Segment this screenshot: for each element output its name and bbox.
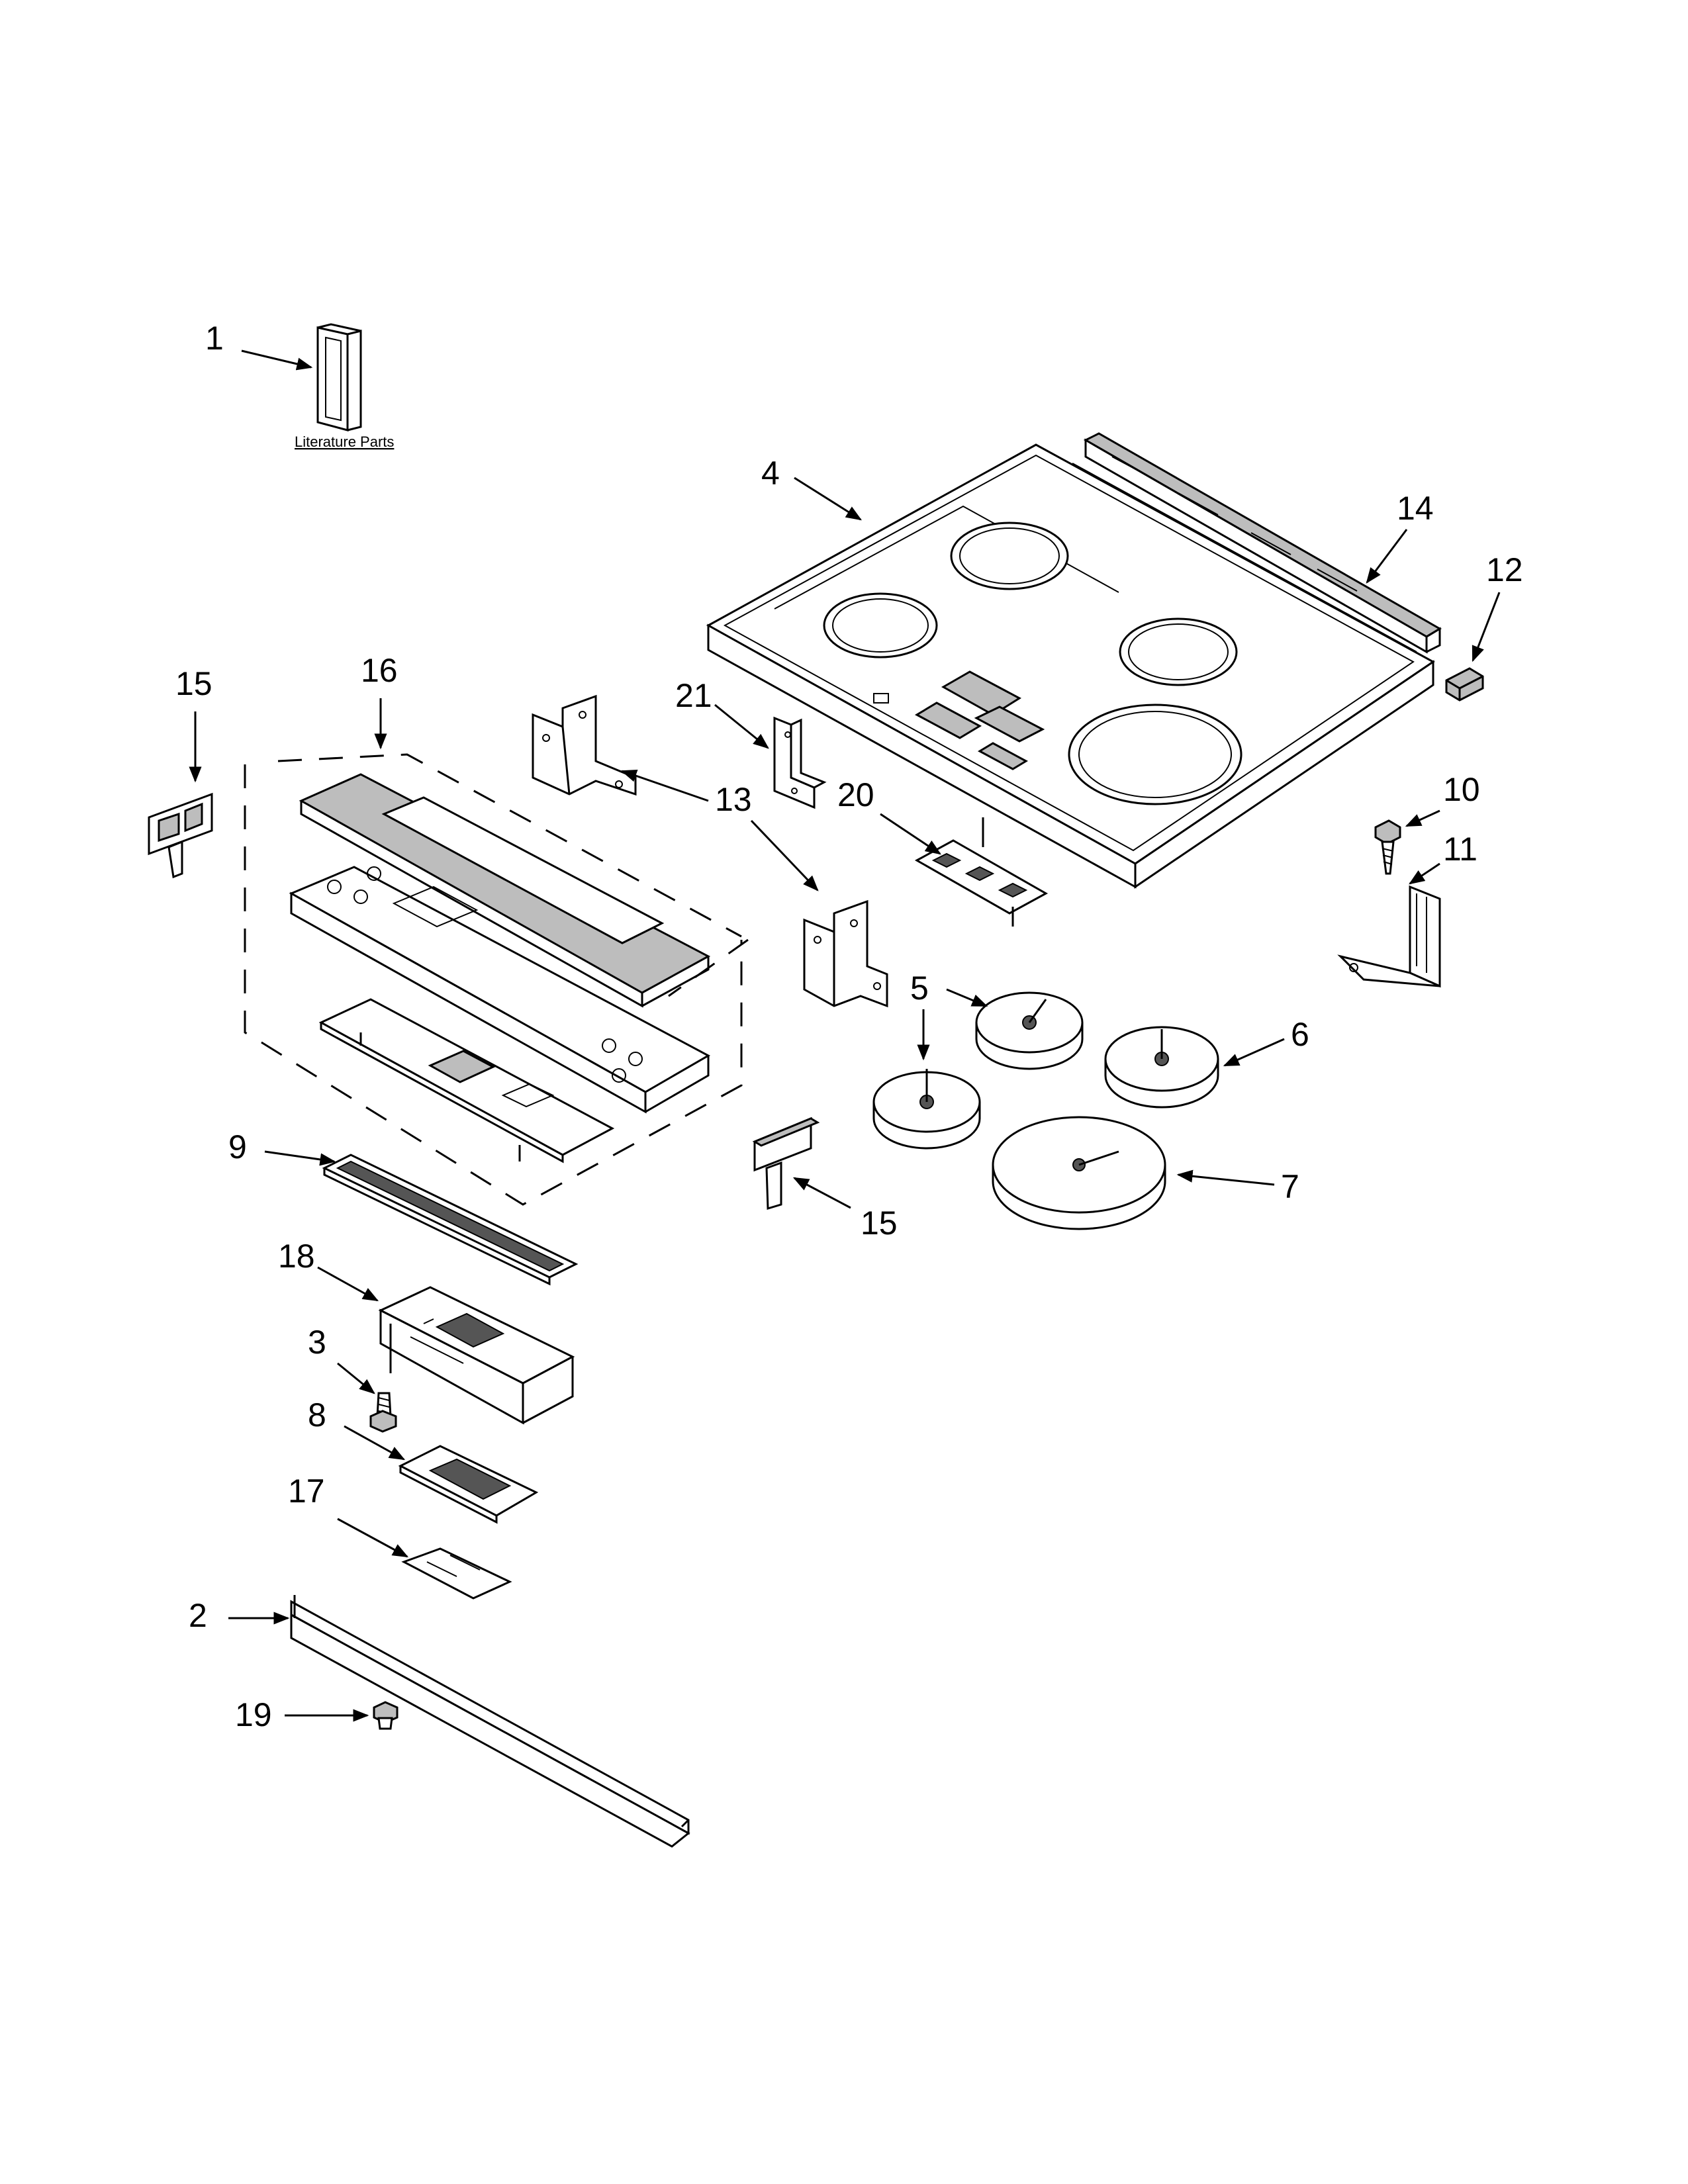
part-15-endcap-left bbox=[148, 792, 213, 879]
part-17-shield bbox=[401, 1547, 512, 1600]
leader-3 bbox=[337, 1362, 375, 1394]
leader-6 bbox=[1223, 1038, 1285, 1067]
callout-15-left: 15 bbox=[175, 665, 212, 702]
part-8-keypad bbox=[398, 1445, 539, 1524]
part-12-clip bbox=[1445, 667, 1484, 702]
callout-14: 14 bbox=[1397, 490, 1434, 527]
callout-5: 5 bbox=[910, 970, 929, 1007]
part-3-screw bbox=[369, 1392, 397, 1433]
leader-12 bbox=[1472, 592, 1501, 662]
part-10-screw bbox=[1374, 819, 1401, 875]
callout-20: 20 bbox=[837, 776, 874, 813]
callout-8: 8 bbox=[308, 1396, 326, 1433]
leader-8 bbox=[344, 1425, 406, 1461]
callout-4: 4 bbox=[761, 455, 780, 492]
part-5-coil-right bbox=[975, 991, 1084, 1070]
leader-1 bbox=[241, 349, 313, 371]
callout-13: 13 bbox=[715, 781, 752, 818]
callout-3: 3 bbox=[308, 1324, 326, 1361]
leader-7 bbox=[1176, 1169, 1275, 1186]
callout-6: 6 bbox=[1291, 1016, 1309, 1053]
leader-5b bbox=[946, 988, 988, 1007]
leader-20 bbox=[880, 813, 941, 855]
leader-18 bbox=[317, 1266, 379, 1302]
callout-12: 12 bbox=[1486, 551, 1523, 588]
leader-10 bbox=[1405, 809, 1440, 827]
part-5-coil-left bbox=[872, 1069, 981, 1150]
part-6-coil bbox=[1104, 1026, 1219, 1109]
callout-15-right: 15 bbox=[861, 1205, 898, 1242]
leader-14 bbox=[1366, 529, 1408, 584]
part-9-display-lens bbox=[322, 1154, 579, 1286]
part-11-corner-bracket bbox=[1337, 885, 1441, 988]
callout-19: 19 bbox=[235, 1696, 272, 1733]
leader-9 bbox=[264, 1150, 336, 1166]
part-19-fastener bbox=[373, 1701, 399, 1730]
part-15-endcap-right bbox=[752, 1116, 820, 1210]
callout-1: 1 bbox=[205, 320, 224, 357]
leader-13b bbox=[750, 819, 819, 891]
leader-21 bbox=[714, 704, 769, 749]
leader-11 bbox=[1409, 862, 1440, 885]
callout-2: 2 bbox=[189, 1597, 207, 1634]
callout-17: 17 bbox=[288, 1473, 325, 1510]
part-2-channel-strip bbox=[290, 1595, 690, 1848]
part-13-bracket-upper bbox=[532, 694, 637, 796]
part-1-literature bbox=[316, 323, 362, 432]
leader-4 bbox=[794, 477, 863, 521]
callout-18: 18 bbox=[278, 1238, 315, 1275]
leader-15-right bbox=[792, 1177, 851, 1209]
part-21-bracket bbox=[773, 716, 827, 809]
callout-9: 9 bbox=[228, 1128, 247, 1165]
leader-17 bbox=[337, 1518, 409, 1558]
literature-parts-label: Literature Parts bbox=[295, 433, 394, 450]
callout-16: 16 bbox=[361, 652, 398, 689]
part-7-coil-large bbox=[992, 1116, 1166, 1230]
part-14-rear-trim bbox=[1083, 432, 1442, 654]
part-16-control-panel-assembly bbox=[244, 753, 749, 1206]
callout-10: 10 bbox=[1443, 771, 1480, 808]
leader-13a bbox=[620, 769, 709, 802]
callout-11: 11 bbox=[1443, 831, 1477, 868]
part-20-sensor-board bbox=[914, 817, 1049, 927]
callout-7: 7 bbox=[1281, 1168, 1299, 1205]
part-18-electronic-control bbox=[378, 1286, 575, 1425]
part-4-cooktop bbox=[706, 443, 1435, 889]
callout-21: 21 bbox=[675, 677, 712, 714]
part-13-bracket-lower bbox=[803, 899, 888, 1008]
